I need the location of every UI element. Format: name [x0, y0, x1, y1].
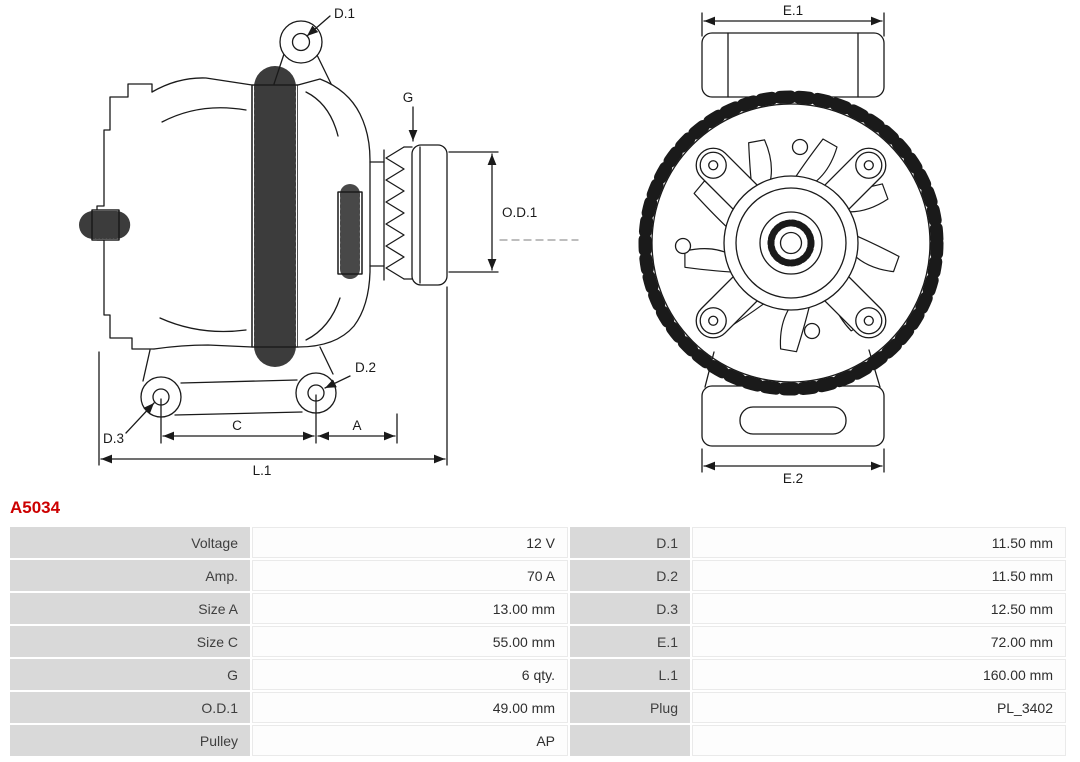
dim-label-d3: D.3: [103, 431, 124, 446]
dim-label-g: G: [403, 90, 414, 105]
dim-label-od1: O.D.1: [502, 205, 537, 220]
spec-label: D.1: [570, 527, 690, 558]
spec-label: G: [10, 659, 250, 690]
spec-value: 55.00 mm: [252, 626, 568, 657]
spec-value: 11.50 mm: [692, 560, 1066, 591]
spec-label: Amp.: [10, 560, 250, 591]
spec-label: E.1: [570, 626, 690, 657]
spec-value: PL_3402: [692, 692, 1066, 723]
spec-table: Voltage 12 V D.1 11.50 mm Amp. 70 A D.2 …: [10, 527, 1066, 756]
dim-label-d2: D.2: [355, 360, 376, 375]
front-view: [638, 12, 944, 473]
dim-label-e1: E.1: [783, 3, 803, 18]
spec-value: 6 qty.: [252, 659, 568, 690]
dim-label-l1: L.1: [253, 463, 272, 478]
spec-value: 11.50 mm: [692, 527, 1066, 558]
spec-value: AP: [252, 725, 568, 756]
dim-label-c: C: [232, 418, 242, 433]
spec-label: Size C: [10, 626, 250, 657]
part-number: A5034: [10, 498, 61, 517]
spec-value: 12.50 mm: [692, 593, 1066, 624]
dim-label-a: A: [352, 418, 361, 433]
spec-label: D.2: [570, 560, 690, 591]
spec-label: Size A: [10, 593, 250, 624]
dim-label-e2: E.2: [783, 471, 803, 486]
spec-value: 13.00 mm: [252, 593, 568, 624]
technical-drawing: D.1 G O.D.1 D.2 D.3 C A L.1 E.1 E.2: [79, 3, 944, 486]
spec-label: [570, 725, 690, 756]
spec-value: 12 V: [252, 527, 568, 558]
spec-label: L.1: [570, 659, 690, 690]
spec-label: D.3: [570, 593, 690, 624]
spec-label: O.D.1: [10, 692, 250, 723]
spec-label: Pulley: [10, 725, 250, 756]
spec-value: [692, 725, 1066, 756]
spec-value: 72.00 mm: [692, 626, 1066, 657]
dim-label-d1: D.1: [334, 6, 355, 21]
spec-label: Voltage: [10, 527, 250, 558]
spec-value: 70 A: [252, 560, 568, 591]
spec-value: 160.00 mm: [692, 659, 1066, 690]
side-view: [79, 15, 579, 466]
spec-value: 49.00 mm: [252, 692, 568, 723]
spec-label: Plug: [570, 692, 690, 723]
